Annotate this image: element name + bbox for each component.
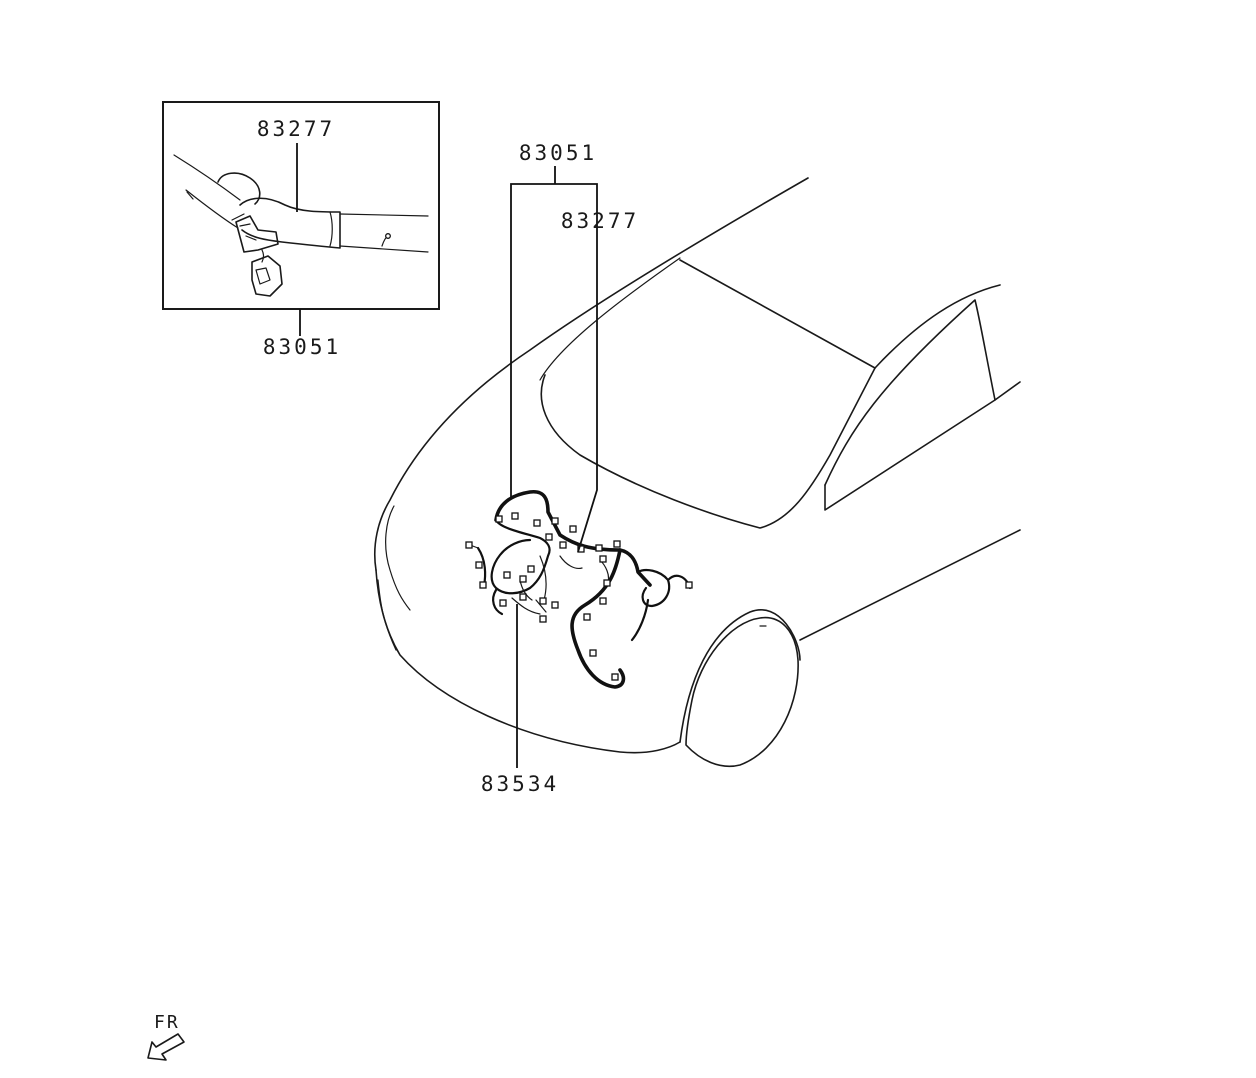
grille-line bbox=[385, 505, 411, 611]
leader-83051-bracket bbox=[510, 183, 598, 553]
windshield-lower bbox=[540, 367, 876, 529]
part-label-83051: 83051 bbox=[519, 141, 597, 165]
harness-drop-branch bbox=[630, 598, 650, 642]
inset-connector-upper bbox=[235, 215, 279, 253]
bumper-inner bbox=[377, 579, 397, 651]
inset-clip-dot bbox=[385, 233, 391, 239]
inset-frame bbox=[162, 101, 440, 310]
door-frame bbox=[824, 299, 1021, 486]
roof-line bbox=[874, 284, 1001, 369]
vehicle-outline bbox=[373, 177, 1021, 767]
inset-connector-lower bbox=[251, 255, 283, 297]
detail-inset: 83277 83051 bbox=[162, 101, 440, 359]
side-body-line bbox=[799, 529, 1021, 641]
inset-cable-bottom bbox=[339, 245, 429, 253]
harness-small-leads bbox=[469, 544, 610, 615]
inset-panel-line-upper bbox=[173, 154, 241, 201]
inset-connector-detail bbox=[231, 213, 257, 241]
front-direction-arrow-icon bbox=[147, 1033, 185, 1061]
inset-connector-lower-detail bbox=[255, 267, 271, 285]
inset-wire-drop bbox=[261, 249, 265, 263]
harness-lower-branch bbox=[570, 548, 626, 689]
inset-grommet bbox=[217, 172, 261, 205]
wheel-tire bbox=[685, 616, 799, 767]
harness-connectors bbox=[465, 512, 693, 681]
engine-wiring-harness bbox=[465, 489, 693, 689]
inset-panel-line-lower bbox=[185, 189, 239, 229]
harness-left-loop bbox=[490, 518, 551, 595]
main-leaders bbox=[510, 166, 598, 768]
inset-bottom-part-label: 83051 bbox=[263, 335, 341, 359]
inset-sleeve bbox=[239, 197, 341, 249]
windshield-left-pillar bbox=[539, 257, 681, 381]
part-label-83277: 83277 bbox=[561, 209, 639, 233]
hood-front-edge bbox=[373, 177, 809, 571]
front-direction-label: FR bbox=[154, 1012, 180, 1033]
part-label-83534: 83534 bbox=[481, 772, 559, 796]
wheel-arch bbox=[679, 609, 801, 743]
windshield-top bbox=[679, 259, 876, 369]
harness-battery-loop bbox=[636, 569, 692, 608]
inset-cable-top bbox=[339, 213, 429, 217]
inset-top-part-label: 83277 bbox=[257, 117, 335, 141]
front-direction-indicator: FR bbox=[147, 1012, 185, 1061]
side-window-lower bbox=[824, 399, 996, 511]
inset-panel-tick bbox=[186, 191, 194, 200]
inset-sleeve-edge bbox=[329, 211, 333, 247]
harness-main-trunk bbox=[494, 489, 652, 587]
